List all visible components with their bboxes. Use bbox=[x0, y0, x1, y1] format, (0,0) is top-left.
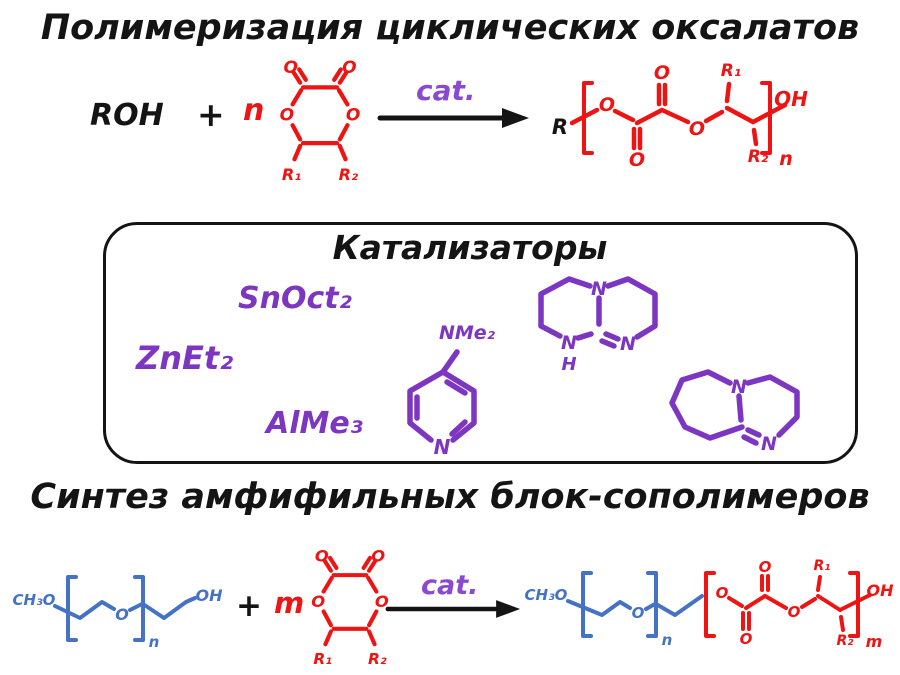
atom-label-o: O bbox=[759, 558, 772, 576]
atom-label-n: N bbox=[591, 278, 607, 300]
stoichiometry-n: n bbox=[243, 93, 265, 128]
atom-label-o: O bbox=[654, 62, 670, 84]
atom-label-o: O bbox=[629, 149, 645, 171]
atom-label-n: N bbox=[761, 433, 777, 455]
substituent-r2: R₂ bbox=[837, 633, 855, 649]
ring-bonds bbox=[407, 349, 477, 443]
atom-label-n: N bbox=[434, 435, 451, 459]
plus-sign: + bbox=[236, 588, 262, 624]
atom-label-n: N bbox=[731, 376, 747, 398]
atom-label-o: O bbox=[346, 105, 360, 125]
catalyst-znet2: ZnEt₂ bbox=[136, 339, 234, 377]
block-copolymer-structure: CH₃O O n O O O O R₁ R₂ OH m bbox=[525, 558, 895, 651]
atom-label-o: O bbox=[632, 604, 645, 622]
atom-label-o: O bbox=[115, 605, 129, 624]
chain-bonds bbox=[569, 81, 788, 151]
atom-label-o: O bbox=[283, 58, 297, 78]
atom-label-n: N bbox=[620, 333, 636, 355]
catalysts-box bbox=[103, 222, 858, 464]
repeat-brackets bbox=[66, 575, 145, 642]
end-group-oh: OH bbox=[774, 87, 808, 111]
atom-label-n: N bbox=[561, 332, 577, 354]
subscript-n: n bbox=[149, 633, 160, 651]
subscript-n: n bbox=[779, 148, 793, 170]
substituent-r1: R₁ bbox=[313, 650, 332, 668]
end-group-ch3o: CH₃O bbox=[525, 586, 568, 604]
ring-bonds bbox=[321, 555, 379, 647]
reaction-arrow bbox=[385, 600, 521, 618]
atom-label-h: H bbox=[561, 354, 576, 375]
atom-label-o: O bbox=[311, 592, 325, 611]
substituent-r2: R₂ bbox=[748, 147, 769, 167]
catalyst-snoct2: SnOct₂ bbox=[238, 281, 352, 316]
section1-title: Полимеризация циклических оксалатов bbox=[40, 8, 860, 48]
substituent-nme2: NMe₂ bbox=[439, 322, 496, 344]
atom-label-o: O bbox=[788, 603, 801, 621]
alcohol-label: ROH bbox=[90, 98, 164, 133]
atom-label-o: O bbox=[280, 105, 294, 125]
atom-label-o: O bbox=[689, 118, 705, 140]
atom-label-o: O bbox=[371, 547, 385, 566]
atom-label-o: O bbox=[375, 592, 389, 611]
catalyst-label: cat. bbox=[416, 74, 476, 107]
cyclic-oxalate-structure: O O O O R₁ R₂ bbox=[280, 58, 361, 184]
ring-bonds bbox=[669, 369, 800, 446]
end-group-oh: OH bbox=[196, 586, 224, 605]
substituent-r2: R₂ bbox=[339, 165, 358, 184]
plus-sign: + bbox=[197, 95, 225, 134]
substituent-r1: R₁ bbox=[814, 558, 831, 574]
substituent-r2: R₂ bbox=[368, 650, 387, 668]
atom-label-o: O bbox=[716, 584, 729, 602]
reaction-arrow bbox=[377, 108, 529, 128]
ring-bonds bbox=[290, 67, 350, 162]
tbd-structure: N N H N bbox=[538, 276, 658, 375]
stoichiometry-m: m bbox=[274, 586, 305, 620]
atom-label-o: O bbox=[599, 94, 615, 116]
catalyst-alme3: AlMe₃ bbox=[266, 406, 363, 441]
polyoxalate-product-structure: R O O O O R₁ R₂ OH n bbox=[552, 61, 808, 171]
subscript-n: n bbox=[662, 631, 673, 649]
chain-bonds bbox=[53, 596, 197, 620]
ring-bonds bbox=[538, 276, 658, 349]
atom-label-o: O bbox=[315, 547, 329, 566]
section2-title: Синтез амфифильных блок-сополимеров bbox=[30, 477, 870, 517]
peg-block: CH₃O O n bbox=[525, 571, 704, 649]
dmap-structure: NMe₂ N bbox=[407, 322, 496, 459]
mpeg-structure: CH₃O O n OH bbox=[13, 575, 224, 651]
end-group-oh: OH bbox=[867, 581, 895, 600]
subscript-m: m bbox=[866, 632, 883, 651]
end-group-r: R bbox=[552, 115, 568, 139]
dbu-structure: N N bbox=[669, 369, 800, 455]
atom-label-o: O bbox=[342, 58, 356, 78]
end-group-ch3o: CH₃O bbox=[13, 591, 56, 609]
cyclic-oxalate-structure: O O O O R₁ R₂ bbox=[311, 547, 389, 669]
substituent-r1: R₁ bbox=[721, 61, 742, 81]
substituent-r1: R₁ bbox=[282, 165, 301, 184]
oxalate-block: O O O O R₁ R₂ OH m bbox=[704, 558, 895, 651]
catalyst-label: cat. bbox=[421, 570, 479, 601]
catalysts-title: Катализаторы bbox=[332, 228, 608, 267]
atom-label-o: O bbox=[740, 630, 753, 648]
